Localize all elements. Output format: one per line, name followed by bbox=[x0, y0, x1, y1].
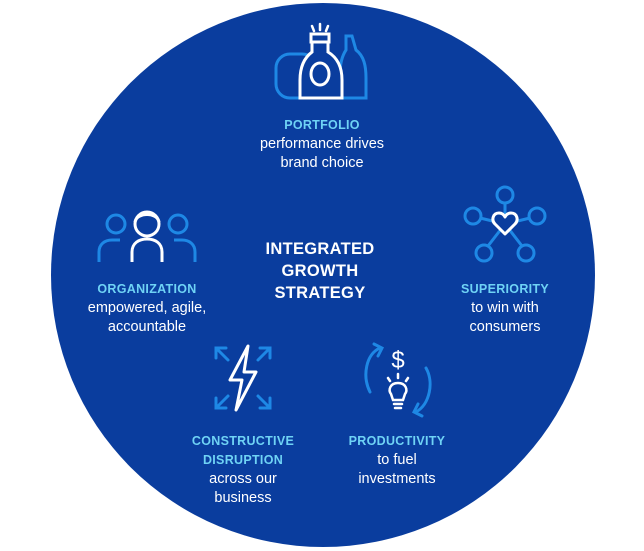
dollar-lightbulb-cycle-icon: $ bbox=[360, 338, 436, 422]
portfolio-description: performance drives brand choice bbox=[259, 136, 385, 171]
constructive-disruption-label: CONSTRUCTIVE DISRUPTION across our busin… bbox=[168, 432, 318, 508]
organization-description: empowered, agile, accountable bbox=[87, 300, 207, 335]
constructive-disruption-title: CONSTRUCTIVE DISRUPTION bbox=[191, 434, 295, 467]
productivity-title: PRODUCTIVITY bbox=[348, 434, 446, 448]
center-title: INTEGRATED GROWTH STRATEGY bbox=[265, 240, 375, 302]
heart-network-icon bbox=[462, 184, 548, 266]
portfolio-label: PORTFOLIO performance drives brand choic… bbox=[222, 116, 422, 173]
lightning-bolt-icon bbox=[210, 342, 276, 414]
people-group-icon bbox=[96, 208, 198, 264]
superiority-title: SUPERIORITY bbox=[460, 282, 550, 296]
superiority-description: to win with consumers bbox=[469, 300, 541, 335]
svg-text:$: $ bbox=[391, 347, 404, 374]
portfolio-title: PORTFOLIO bbox=[284, 118, 360, 132]
organization-title: ORGANIZATION bbox=[97, 282, 197, 296]
bottles-icon bbox=[272, 22, 372, 102]
productivity-description: to fuel investments bbox=[358, 452, 436, 487]
organization-label: ORGANIZATION empowered, agile, accountab… bbox=[62, 280, 232, 337]
constructive-disruption-description: across our business bbox=[209, 471, 277, 506]
superiority-label: SUPERIORITY to win with consumers bbox=[420, 280, 590, 337]
productivity-label: PRODUCTIVITY to fuel investments bbox=[322, 432, 472, 489]
